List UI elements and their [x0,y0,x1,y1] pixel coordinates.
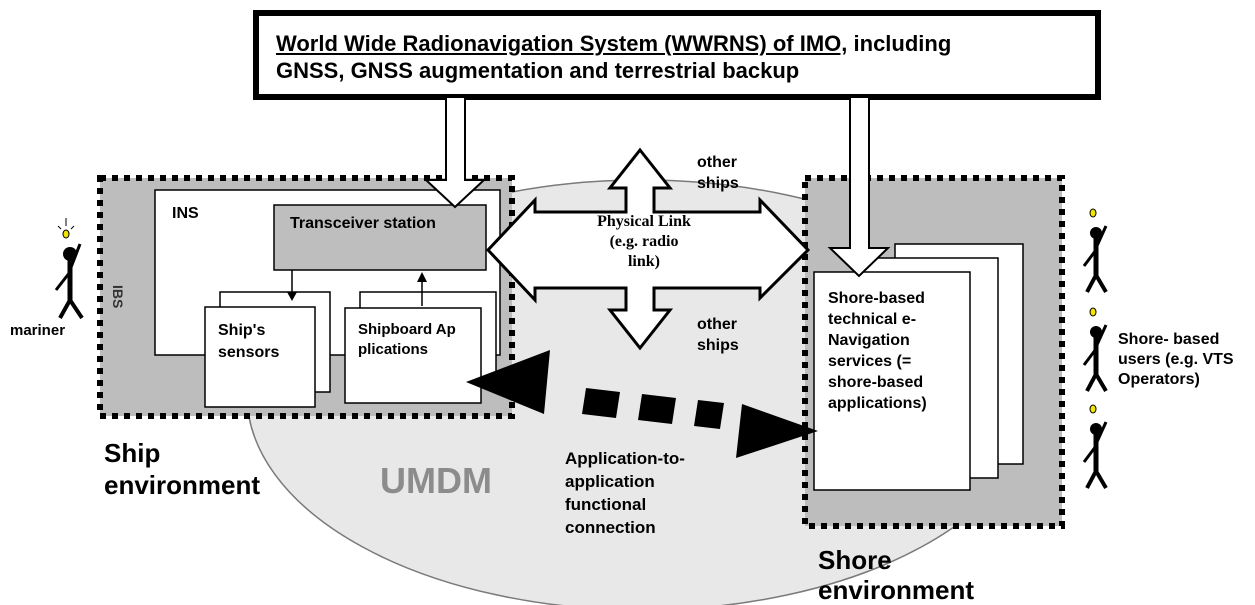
application-data-arrow [417,272,427,306]
umdm-label: UMDM [380,460,492,501]
connection-label: Application-to-application functional co… [565,449,685,537]
wwrns-underlined-text: World Wide Radionavigation System (WWRNS… [276,31,848,56]
wwrns-title: World Wide Radionavigation System (WWRNS… [276,30,1076,84]
sensor-data-arrow [287,270,297,301]
physical-link-label: Physical Link (e.g. radio link) [597,213,691,270]
mariner-figure [54,218,84,320]
other-ships-top-label: other ships [697,154,739,192]
shore-environment-label: Shore environment [818,545,975,605]
ibs-label: IBS [110,285,126,309]
applications-card-front [344,307,482,404]
mariner-label: mariner [10,322,66,339]
shore-users-label: Shore- based users (e.g. VTS Operators) [1118,331,1234,388]
wwrns-box [253,10,1101,100]
other-ships-bottom-label: other ships [697,316,739,354]
applications-label: Shipboard Applications [358,321,456,358]
physical-link-arrow [485,147,811,351]
shore-user-figure-2 [1082,307,1108,393]
shore-card-front [813,271,971,491]
sensors-card-front [204,306,316,408]
wwrns-to-ship-arrow [423,96,487,209]
transceiver-box [273,204,487,271]
shore-services-label: Shore-based technical e-Navigation servi… [828,290,927,412]
wwrns-to-shore-arrow [827,96,891,278]
transceiver-label: Transceiver station [290,215,436,232]
wwrns-line2: GNSS, GNSS augmentation and terrestrial … [276,58,800,83]
shore-user-figure-3 [1082,404,1108,490]
ins-label: INS [172,205,199,222]
ship-environment-label: Ship environment [104,438,261,500]
app-to-app-connection-arrow [466,350,818,458]
sensors-label: Ship's sensors [218,322,280,361]
shore-user-figure-1 [1082,208,1108,294]
wwrns-rest-text: including [847,31,952,56]
